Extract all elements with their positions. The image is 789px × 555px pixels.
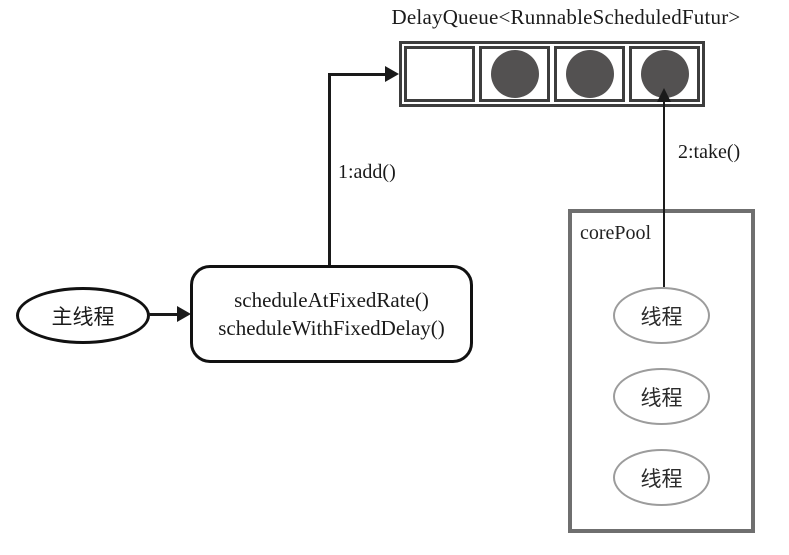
core-pool-box: corePool 线程 线程 线程	[568, 209, 755, 533]
thread-ellipse: 线程	[613, 287, 710, 344]
scheduler-method-1: scheduleAtFixedRate()	[234, 287, 429, 312]
thread-label: 线程	[640, 304, 683, 329]
main-thread-label: 主线程	[51, 304, 115, 329]
main-arrow-line	[149, 313, 178, 316]
add-arrow-vertical-line	[328, 74, 331, 266]
thread-ellipse: 线程	[613, 449, 710, 506]
take-edge-label: 2:take()	[678, 141, 741, 163]
add-arrow-horizontal-line	[328, 73, 386, 76]
add-edge-label: 1:add()	[338, 161, 396, 183]
queue-cell	[554, 46, 625, 102]
queue-cell	[404, 46, 475, 102]
queue-title: DelayQueue<RunnableScheduledFutur>	[391, 5, 741, 29]
add-arrowhead-icon	[385, 66, 399, 82]
main-thread-ellipse: 主线程	[16, 287, 150, 344]
scheduler-box: scheduleAtFixedRate() scheduleWithFixedD…	[190, 265, 473, 363]
task-circle	[490, 50, 539, 98]
take-arrowhead-icon	[657, 88, 671, 102]
scheduler-method-2: scheduleWithFixedDelay()	[218, 315, 445, 340]
thread-label: 线程	[640, 385, 683, 410]
delay-queue	[399, 41, 705, 107]
thread-list: 线程 线程 线程	[572, 287, 751, 506]
take-arrow-line	[663, 99, 665, 287]
thread-ellipse: 线程	[613, 368, 710, 425]
queue-cell	[479, 46, 550, 102]
main-arrowhead-icon	[177, 306, 191, 322]
task-circle	[565, 50, 614, 98]
thread-label: 线程	[640, 466, 683, 491]
core-pool-label: corePool	[580, 222, 652, 244]
